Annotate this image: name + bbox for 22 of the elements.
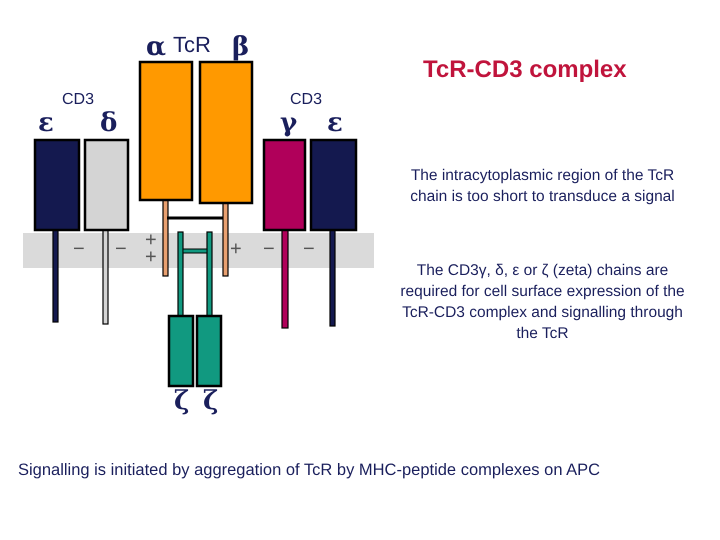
chain-label: ζ [174, 388, 190, 414]
charge-sign: − [115, 239, 127, 259]
note-text: The intracytoplasmic region of the TcR chain is too short to transduce a signal [409, 166, 676, 207]
chain-label: β [232, 34, 250, 60]
charge-sign: − [303, 239, 315, 259]
charge-sign: + [145, 230, 157, 250]
charge-sign: + [145, 247, 157, 267]
chain-label: ε [38, 110, 54, 136]
note-text: The CD3γ, δ, ε or ζ (zeta) chains are required for cell surface expression of the TcR-CD3 complex and signalling through the TcR [400, 261, 685, 344]
complex-label: CD3 [290, 92, 322, 108]
slide-title: TcR-CD3 complex [423, 58, 627, 82]
complex-label: CD3 [62, 92, 94, 108]
caption-text: Signalling is initiated by aggregation of TcR by MHC-peptide complexes on APC [18, 462, 600, 478]
charge-sign: − [73, 239, 85, 259]
receptor-label: TcR [173, 34, 211, 56]
chain-label: γ [280, 110, 298, 136]
charge-sign: + [230, 239, 242, 259]
chain-label: ε [327, 110, 343, 136]
chain-label: δ [100, 110, 118, 136]
chain-label: ζ [203, 388, 218, 414]
charge-sign: − [263, 239, 275, 259]
chain-label: α [146, 34, 166, 60]
